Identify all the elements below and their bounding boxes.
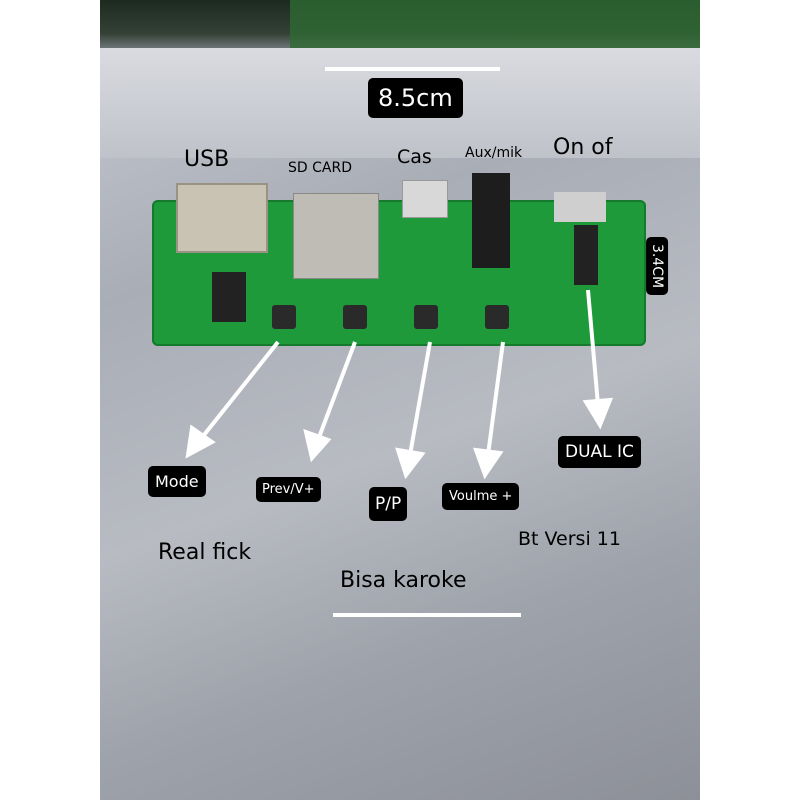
button-mode [272,305,296,329]
width-indicator-line [325,67,500,71]
bottom-indicator-line [333,613,521,617]
usb-c-port [402,180,448,218]
button-volume [485,305,509,329]
button-play-pause [414,305,438,329]
aux-label: Aux/mik [465,145,523,161]
sd-card-label: SD CARD [288,160,352,176]
charge-label: Cas [397,146,432,168]
main-chip [212,272,246,322]
button-prev [343,305,367,329]
switch-label: On of [553,135,613,160]
width-label: 8.5cm [368,78,463,118]
height-label: 3.4CM [646,236,669,296]
background-board [290,0,700,50]
bluetooth-audio-board [152,173,646,346]
mode-label: Mode [148,466,206,497]
sd-card-slot [293,193,379,279]
dual-ic-chip [574,225,598,285]
real-pic-note: Real fick [158,540,252,565]
play-pause-label: P/P [369,487,408,521]
usb-port [176,183,268,253]
aux-jack [472,173,510,268]
volume-label: Voulme + [442,483,520,510]
prev-label: Prev/V+ [256,477,321,502]
karaoke-note: Bisa karoke [340,568,467,593]
dual-ic-label: DUAL IC [558,436,641,468]
usb-label: USB [184,147,230,172]
bluetooth-version-note: Bt Versi 11 [518,528,621,550]
power-switch [554,192,606,222]
